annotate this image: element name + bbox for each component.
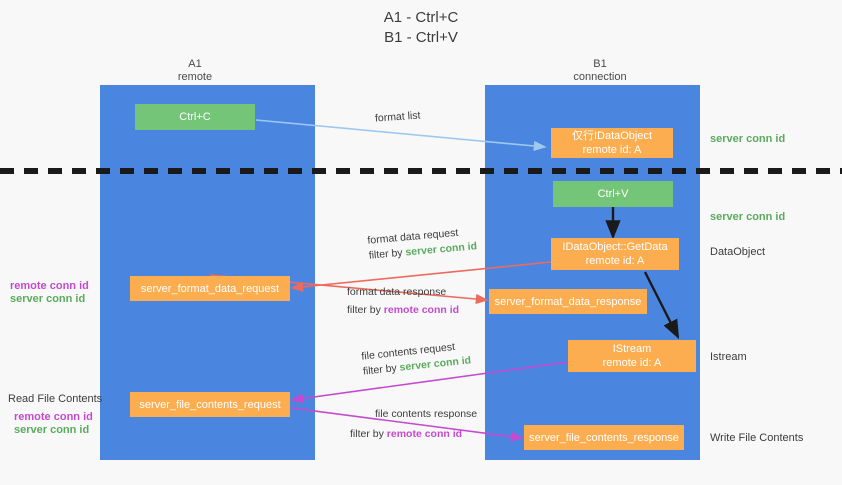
filter-prefix: filter by <box>368 246 406 262</box>
column-a1-name: A1 <box>188 58 202 70</box>
node-ctrl-c[interactable]: Ctrl+C <box>135 104 255 130</box>
node-idataobject-top[interactable]: 仅行IDataObject remote id: A <box>551 128 673 158</box>
node-server-format-data-request[interactable]: server_format_data_request <box>130 276 290 301</box>
node-server-file-contents-request[interactable]: server_file_contents_request <box>130 392 290 417</box>
annotation-server-conn-id-upper: server conn id <box>10 293 86 305</box>
edge-caption-file-contents-request: file contents request filter by server c… <box>361 338 472 379</box>
node-istream[interactable]: IStream remote id: A <box>568 340 696 372</box>
node-server-format-data-request-label: server_format_data_request <box>140 282 280 295</box>
phase-separator <box>0 168 842 174</box>
node-server-format-data-response-label: server_format_data_response <box>494 295 642 308</box>
node-ctrl-v[interactable]: Ctrl+V <box>553 181 673 207</box>
annotation-write-file-contents: Write File Contents <box>710 432 804 444</box>
filter-key-remote-conn-id: remote conn id <box>383 304 460 316</box>
annotation-istream: Istream <box>710 351 747 363</box>
annotation-server-conn-id-lower: server conn id <box>14 424 90 436</box>
edge-caption-format-data-request: format data request filter by server con… <box>367 224 478 263</box>
column-a1-role: remote <box>177 71 213 83</box>
edge-caption-file-contents-response: file contents response filter by remote … <box>350 407 478 442</box>
edge-file-contents-response-text: file contents response <box>375 408 478 420</box>
column-header-b1: B1 connection <box>535 58 665 84</box>
filter-prefix: filter by <box>350 428 387 440</box>
node-idataobject-getdata-sub: remote id: A <box>585 255 645 267</box>
column-b1-role: connection <box>573 71 627 83</box>
annotation-remote-conn-id-lower: remote conn id <box>14 411 93 423</box>
annotation-server-conn-id-top: server conn id <box>710 133 786 145</box>
column-header-a1: A1 remote <box>130 58 260 84</box>
node-idataobject-top-sub: remote id: A <box>582 144 642 156</box>
node-ctrl-v-label: Ctrl+V <box>597 188 629 200</box>
node-server-format-data-response[interactable]: server_format_data_response <box>489 289 647 314</box>
edge-file-contents-response-filter: filter by remote conn id <box>350 427 477 442</box>
edge-caption-format-list: format list <box>375 108 421 126</box>
filter-prefix: filter by <box>362 361 401 378</box>
annotation-read-file-contents: Read File Contents <box>8 393 103 405</box>
node-istream-label: IStream <box>612 343 652 355</box>
title-line-2: B1 - Ctrl+V <box>384 29 458 46</box>
node-idataobject-getdata[interactable]: IDataObject::GetData remote id: A <box>551 238 679 270</box>
edge-format-list-text: format list <box>374 109 421 125</box>
column-b1-name: B1 <box>593 58 607 70</box>
annotation-remote-conn-id-upper: remote conn id <box>10 280 89 292</box>
node-idataobject-top-label: 仅行IDataObject <box>571 130 653 142</box>
node-server-file-contents-request-label: server_file_contents_request <box>139 398 281 411</box>
node-server-file-contents-response-label: server_file_contents_response <box>529 431 679 444</box>
node-istream-sub: remote id: A <box>602 357 662 369</box>
node-server-file-contents-response[interactable]: server_file_contents_response <box>524 425 684 450</box>
page-title: A1 - Ctrl+C B1 - Ctrl+V <box>0 8 842 48</box>
annotation-server-conn-id-second: server conn id <box>710 211 786 223</box>
annotation-dataobject: DataObject <box>710 246 766 258</box>
filter-prefix: filter by <box>347 304 384 316</box>
node-idataobject-getdata-label: IDataObject::GetData <box>562 241 668 253</box>
edge-format-data-response-text: format data response <box>347 286 447 298</box>
filter-key-remote-conn-id: remote conn id <box>386 428 463 440</box>
edge-caption-format-data-response: format data response filter by remote co… <box>347 285 459 318</box>
title-line-1: A1 - Ctrl+C <box>383 9 459 26</box>
node-ctrl-c-label: Ctrl+C <box>179 111 211 123</box>
edge-format-data-response-filter: filter by remote conn id <box>347 303 459 318</box>
